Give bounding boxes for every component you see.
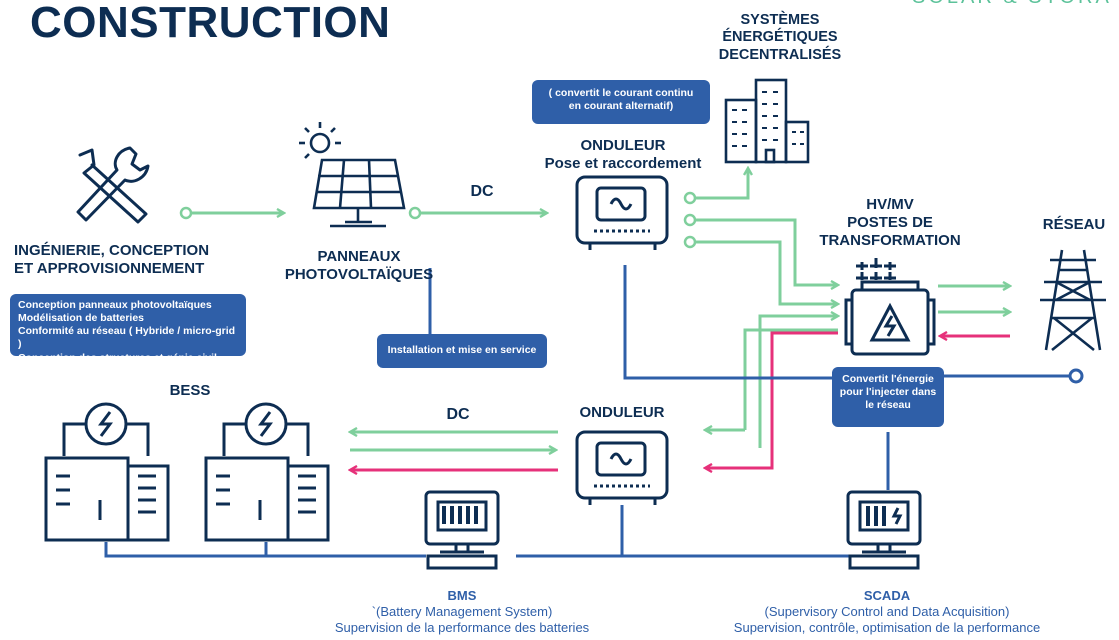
inverter-top-label: ONDULEUR Pose et raccordement bbox=[544, 137, 702, 172]
communication-bus bbox=[104, 265, 1070, 558]
page-title: CONSTRUCTION bbox=[30, 0, 391, 47]
solar-panel-icon bbox=[299, 122, 406, 228]
engineering-services-list: Conception panneaux photovoltaïques Modé… bbox=[10, 294, 246, 364]
bms-computer-icon bbox=[424, 490, 500, 570]
flow-inverter-outputs bbox=[683, 168, 838, 304]
scada-caption: SCADA (Supervisory Control and Data Acqu… bbox=[690, 588, 1084, 637]
bms-caption: BMS `(Battery Management System) Supervi… bbox=[300, 588, 624, 637]
buildings-icon bbox=[724, 78, 810, 164]
wrench-screwdriver-icon bbox=[76, 146, 150, 224]
decentralized-systems-label: SYSTÈMES ÉNERGÉTIQUES DECENTRALISÉS bbox=[718, 12, 842, 63]
panels-label: PANNEAUX PHOTOVOLTAÏQUES bbox=[284, 248, 434, 283]
engineering-title: INGÉNIERIE, CONCEPTION ET APPROVISIONNEM… bbox=[14, 242, 210, 277]
flow-grid-to-inverter bbox=[705, 331, 838, 468]
bms-title: BMS bbox=[447, 588, 477, 603]
grid-label: RÉSEAU bbox=[1042, 216, 1106, 233]
dc-label-bottom: DC bbox=[446, 406, 470, 423]
flow-panels-to-inverter bbox=[408, 206, 547, 220]
inverter-bottom-label: ONDULEUR bbox=[579, 404, 665, 421]
scada-description-1: (Supervisory Control and Data Acquisitio… bbox=[764, 603, 1010, 619]
flow-inverter-bottom-to-substation bbox=[705, 316, 838, 448]
flow-engineering-to-panels bbox=[179, 206, 284, 220]
inverter-top-icon bbox=[575, 175, 669, 250]
dc-label-top: DC bbox=[470, 183, 494, 200]
flow-inverter-bess bbox=[350, 432, 558, 470]
bms-description-2: Supervision de la performance des batter… bbox=[334, 620, 590, 636]
bms-description-1: `(Battery Management System) bbox=[371, 603, 553, 619]
battery-storage-icon bbox=[44, 402, 170, 542]
bess-label: BESS bbox=[169, 382, 211, 399]
installation-box: Installation et mise en service bbox=[377, 334, 547, 368]
inverter-bottom-icon bbox=[575, 430, 669, 505]
flow-substation-grid bbox=[938, 286, 1010, 336]
transmission-tower-icon bbox=[1040, 249, 1106, 352]
scada-computer-icon bbox=[846, 490, 922, 570]
substation-note-box: Convertit l'énergie pour l'injecter dans… bbox=[832, 367, 944, 427]
scada-title: SCADA bbox=[863, 588, 911, 603]
scada-description-2: Supervision, contrôle, optimisation de l… bbox=[733, 620, 1041, 636]
battery-storage-icon bbox=[204, 402, 330, 542]
transformer-icon bbox=[844, 258, 936, 356]
brand-label: SOLAR & STORA bbox=[912, 0, 1112, 9]
inverter-note-box: ( convertit le courant continu en couran… bbox=[532, 80, 710, 124]
substation-label: HV/MV POSTES DE TRANSFORMATION bbox=[819, 196, 961, 249]
